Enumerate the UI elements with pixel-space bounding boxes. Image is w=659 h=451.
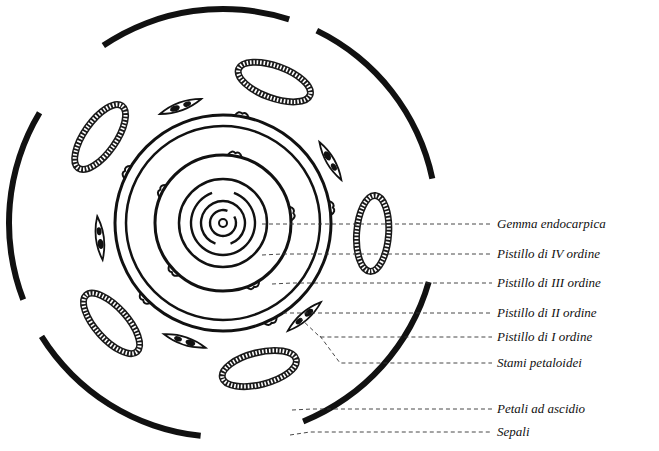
bud-core bbox=[219, 219, 227, 227]
leader-line bbox=[292, 409, 492, 410]
pistil-suture bbox=[166, 265, 179, 278]
part-label: Pistillo di II ordine bbox=[497, 305, 597, 320]
flower bbox=[6, 6, 435, 439]
pistil-suture bbox=[228, 151, 242, 157]
pistil-ring bbox=[179, 179, 267, 267]
leader-line bbox=[262, 224, 492, 225]
pistil-suture bbox=[156, 183, 166, 197]
pistil-suture bbox=[329, 200, 335, 214]
part-label: Sepali bbox=[497, 424, 530, 439]
petaloid-stamen bbox=[159, 95, 203, 118]
pistil-ring bbox=[126, 126, 320, 320]
endocarpic-bud bbox=[190, 192, 256, 256]
leader-line bbox=[290, 432, 492, 435]
part-label: Gemma endocarpica bbox=[497, 216, 606, 231]
part-label: Stami petaloidei bbox=[497, 355, 582, 370]
pistil-suture bbox=[235, 111, 249, 117]
petal-ascidium bbox=[233, 54, 315, 110]
pistil-suture bbox=[121, 164, 131, 178]
pistil-suture bbox=[264, 317, 278, 327]
pistil-ring bbox=[155, 155, 291, 291]
pistil-ring bbox=[115, 115, 331, 331]
pistil-suture bbox=[289, 206, 295, 220]
part-label: Petali ad ascidio bbox=[497, 401, 585, 416]
leader-line bbox=[272, 283, 492, 284]
petal-ascidium bbox=[219, 344, 300, 393]
petal-ascidium bbox=[65, 97, 135, 178]
endocarpic-bud bbox=[209, 209, 237, 237]
part-label: Pistillo di III ordine bbox=[497, 275, 601, 290]
endocarpic-bud bbox=[200, 200, 246, 245]
petal-ascidium bbox=[74, 284, 149, 362]
petaloid-stamen bbox=[93, 216, 106, 261]
petaloid-stamen bbox=[163, 330, 207, 351]
part-label: Pistillo di I ordine bbox=[497, 329, 592, 344]
leader-line bbox=[283, 313, 492, 314]
leader-line bbox=[300, 318, 492, 337]
leader-line bbox=[262, 254, 492, 255]
sepal bbox=[102, 6, 290, 48]
pistil-suture bbox=[247, 281, 261, 291]
part-label: Pistillo di IV ordine bbox=[497, 246, 600, 261]
sepal bbox=[315, 28, 435, 179]
petaloid-stamen bbox=[285, 299, 323, 334]
pistil-suture bbox=[138, 293, 151, 306]
petal-ascidium bbox=[354, 194, 391, 272]
leader-line bbox=[320, 336, 492, 363]
sepal bbox=[6, 111, 42, 301]
